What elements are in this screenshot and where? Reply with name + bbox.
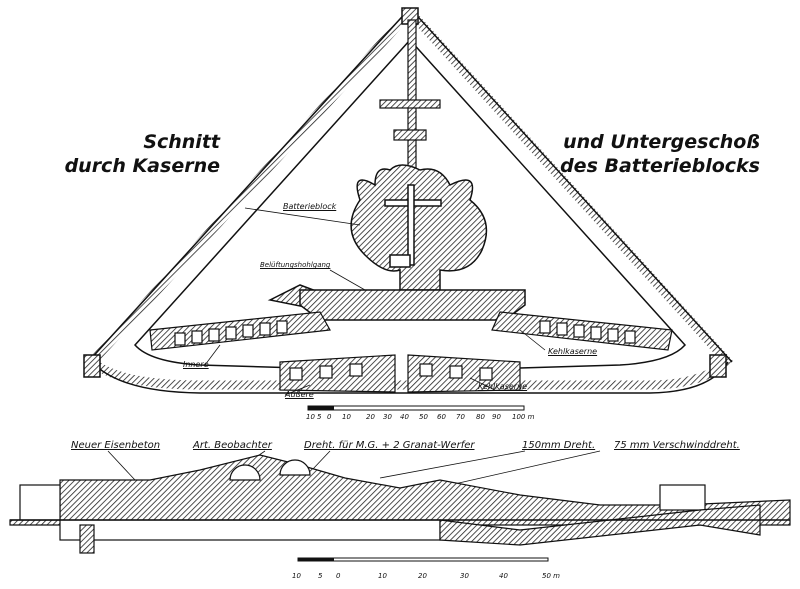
scale-tick: 80 bbox=[476, 413, 485, 421]
label-kehlkaserne-bottom: Kehlkaserne bbox=[478, 382, 528, 391]
section-leaders bbox=[107, 450, 601, 486]
label-dreht-75: 75 mm Verschwinddreht. bbox=[614, 440, 740, 451]
scale-tick: 90 bbox=[492, 413, 501, 421]
cross-section bbox=[9, 454, 791, 554]
scale-bar-top bbox=[307, 405, 525, 411]
scale-tick: 50 bbox=[419, 413, 428, 421]
scale-tick: 30 bbox=[383, 413, 392, 421]
battery-block bbox=[267, 164, 526, 321]
label-aeussere: Äußere bbox=[285, 390, 314, 399]
label-kehlkaserne-right: Kehlkaserne bbox=[548, 347, 598, 356]
scale-tick: 100 m bbox=[512, 413, 535, 421]
scale-tick: 30 bbox=[460, 572, 469, 580]
scale-tick: 40 bbox=[400, 413, 409, 421]
title-right-line1: und Untergeschoß bbox=[563, 131, 760, 153]
scale-tick: 5 bbox=[318, 572, 323, 580]
scale-tick: 10 bbox=[342, 413, 351, 421]
scale-tick: 20 bbox=[366, 413, 375, 421]
title-right-line2: des Batterieblocks bbox=[560, 155, 760, 177]
scale-tick: 10 bbox=[378, 572, 387, 580]
title-left-line2: durch Kaserne bbox=[64, 155, 220, 177]
label-batterieblock: Batterieblock bbox=[283, 202, 337, 211]
scale-tick: 60 bbox=[437, 413, 446, 421]
label-eisenbeton: Neuer Eisenbeton bbox=[71, 440, 161, 451]
label-belueftung: Belüftungshohlgang bbox=[260, 261, 331, 269]
title-left: Schnitt durch Kaserne bbox=[60, 130, 220, 178]
title-right: und Untergeschoß des Batterieblocks bbox=[560, 130, 760, 178]
label-beobachter: Art. Beobachter bbox=[193, 440, 272, 451]
scale-tick: 50 m bbox=[542, 572, 560, 580]
label-innere: Innere bbox=[183, 360, 209, 369]
scale-tick: 20 bbox=[418, 572, 427, 580]
outer-rampart bbox=[83, 7, 735, 394]
label-dreht-150: 150mm Dreht. bbox=[522, 440, 596, 451]
casemates bbox=[149, 311, 673, 393]
scale-tick: 0 bbox=[327, 413, 332, 421]
scale-tick: 70 bbox=[456, 413, 465, 421]
scale-tick: 10 bbox=[292, 572, 301, 580]
scale-tick: 5 bbox=[317, 413, 322, 421]
plan-leaders bbox=[204, 207, 546, 396]
scale-tick: 0 bbox=[336, 572, 341, 580]
scale-bar-bottom bbox=[297, 557, 549, 562]
title-left-line1: Schnitt bbox=[143, 131, 220, 153]
label-dreht-mg: Dreht. für M.G. + 2 Granat-Werfer bbox=[304, 440, 475, 451]
scale-tick: 10 bbox=[306, 413, 315, 421]
scale-tick: 40 bbox=[499, 572, 508, 580]
